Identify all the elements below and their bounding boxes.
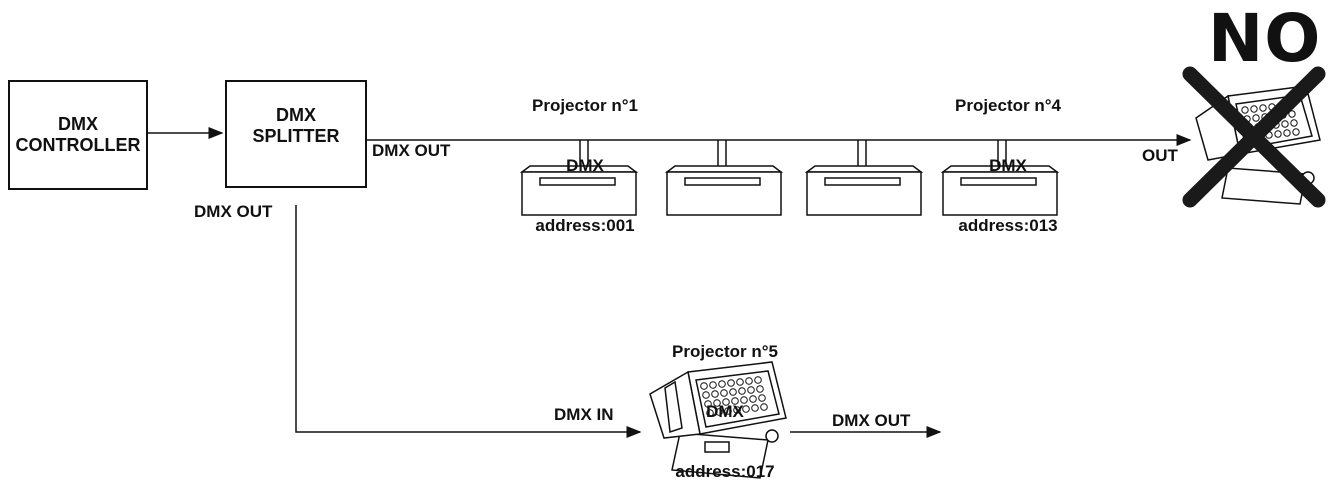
floodlight-leds-5	[700, 376, 768, 417]
projector-5-protocol: DMX	[706, 402, 744, 421]
controller-line2: CONTROLLER	[15, 135, 141, 155]
projector-4-address: address:013	[958, 216, 1058, 235]
splitter-out-bottom-label: DMX OUT	[194, 202, 273, 221]
proj5-out-label: DMX OUT	[832, 411, 911, 430]
projector-unit-2	[664, 165, 784, 216]
projector-unit-3	[804, 165, 924, 216]
projector-drops	[579, 140, 1007, 168]
no-cross-mark	[1182, 66, 1326, 208]
controller-line1: DMX	[58, 114, 98, 134]
chain-out-label: OUT	[1142, 146, 1178, 165]
projector-5-address: address:017	[675, 462, 775, 481]
splitter-out-right-label: DMX OUT	[372, 141, 451, 160]
projector-4-protocol: DMX	[989, 156, 1027, 175]
projector-unit-4	[940, 165, 1060, 216]
splitter-line1: DMX	[275, 105, 316, 125]
projector-5-name: Projector n°5	[672, 342, 778, 361]
splitter-line2: SPLITTER	[252, 126, 340, 146]
projector-1-name: Projector n°1	[532, 96, 638, 115]
projector-1-protocol: DMX	[566, 156, 604, 175]
dmx-splitter-box: DMX SPLITTER	[225, 80, 367, 188]
no-label: NO	[1208, 0, 1322, 77]
dmx-controller-box: DMX CONTROLLER	[8, 80, 148, 190]
projector-1-address: address:001	[535, 216, 635, 235]
splitter-bottom-line	[295, 205, 642, 438]
projector-4-caption: Projector n°4 DMX address:013	[918, 56, 1098, 256]
projector-unit-1	[519, 165, 639, 216]
projector-1-caption: Projector n°1 DMX address:001	[495, 56, 675, 256]
diagram-canvas	[145, 66, 1326, 479]
projector-5-caption: Projector n°5 DMX address:017	[635, 302, 815, 502]
projector-4-name: Projector n°4	[955, 96, 1061, 115]
dmx-in-label: DMX IN	[554, 405, 614, 424]
